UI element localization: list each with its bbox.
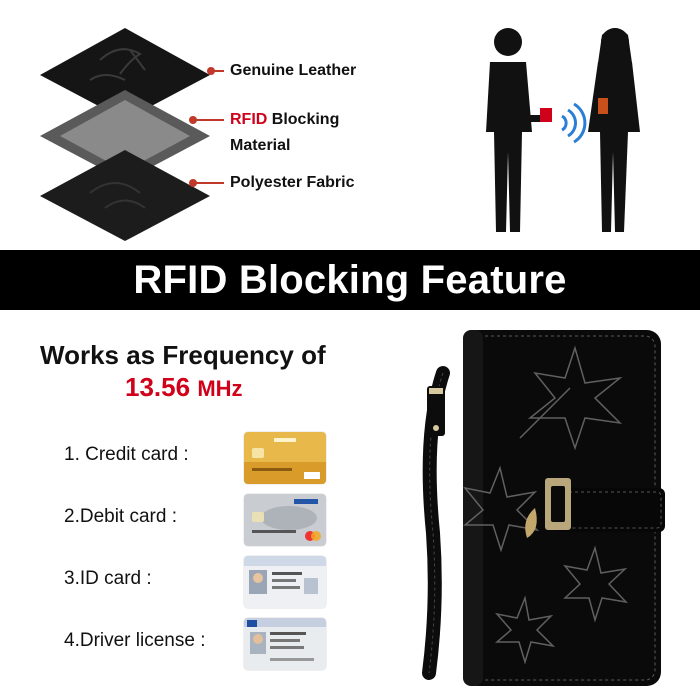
driver-license-icon — [244, 618, 326, 670]
polyester-layer — [30, 138, 220, 258]
rfid-banner: RFID Blocking Feature — [0, 250, 700, 310]
id-card-label: 3.ID card : — [64, 568, 152, 589]
frequency-number: 13.56 — [125, 372, 191, 402]
list-item-debit-card: 2.Debit card : — [64, 494, 344, 546]
id-card-icon — [244, 556, 326, 608]
rfid-accent-text: RFID — [230, 111, 268, 128]
rfid-material-layer — [30, 78, 220, 198]
leather-layer — [30, 20, 220, 140]
frequency-value: 13.56 MHz — [125, 372, 243, 403]
black-leaf-embossed-wallet — [405, 328, 665, 690]
callout-genuine-leather: Genuine Leather — [207, 58, 357, 84]
material-text: Material — [230, 137, 291, 154]
rfid-material-label: RFID Blocking Material — [230, 107, 339, 159]
debit-card-icon — [244, 494, 326, 546]
list-item-credit-card: 1. Credit card : — [64, 432, 344, 484]
polyester-label: Polyester Fabric — [230, 174, 355, 191]
material-layers-illustration — [30, 20, 220, 260]
driver-license-label: 4.Driver license : — [64, 630, 206, 651]
list-item-driver-license: 4.Driver license : — [64, 618, 344, 670]
debit-card-label: 2.Debit card : — [64, 506, 177, 527]
frequency-unit: MHz — [197, 376, 243, 401]
people-scanning-illustration — [470, 20, 670, 235]
genuine-leather-label: Genuine Leather — [230, 62, 357, 79]
credit-card-icon — [244, 432, 326, 484]
callout-rfid-material: RFID Blocking Material — [189, 107, 339, 159]
credit-card-label: 1. Credit card : — [64, 444, 189, 465]
banner-title: RFID Blocking Feature — [133, 257, 567, 302]
blocking-text: Blocking — [267, 111, 340, 128]
frequency-heading: Works as Frequency of — [40, 340, 326, 370]
list-item-id-card: 3.ID card : — [64, 556, 344, 608]
callout-polyester: Polyester Fabric — [189, 170, 355, 196]
